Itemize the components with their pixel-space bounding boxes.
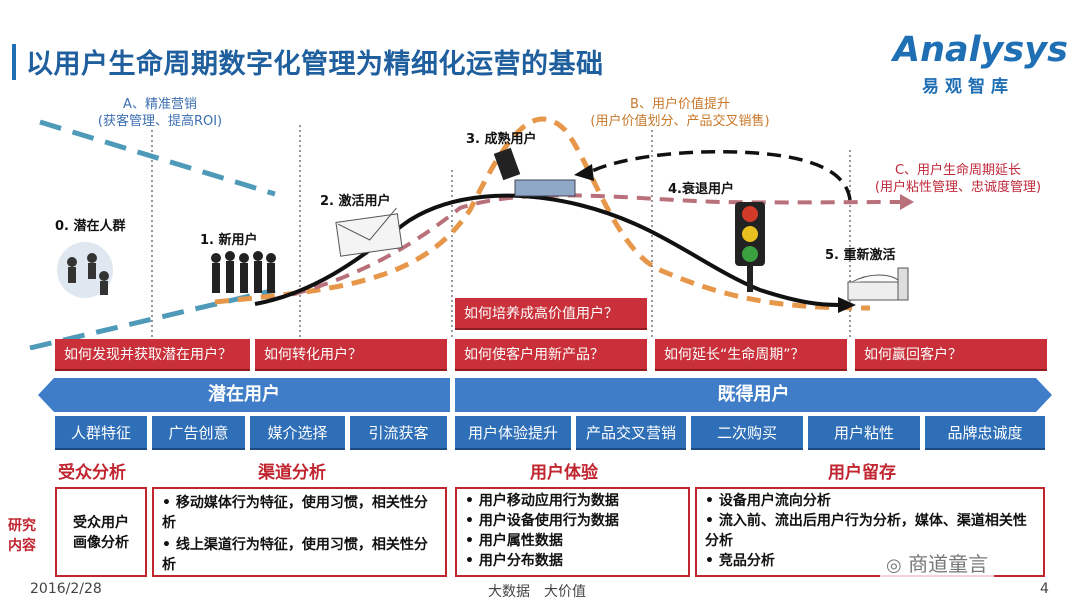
retention-item: • 竞品分析 — [705, 553, 775, 569]
strategy-c: C、用户生命周期延长 (用户粘性管理、忠诚度管理) — [848, 162, 1068, 196]
tile-traffic-acquisition: 引流获客 — [350, 416, 447, 450]
tile-ad-creative: 广告创意 — [152, 416, 245, 450]
stage-label: 1. 新用户 — [200, 233, 258, 248]
strategy-b-subtitle: (用户价值划分、产品交叉销售) — [590, 114, 770, 129]
extension-line — [269, 193, 901, 302]
audience-box: 受众用户 画像分析 — [55, 487, 147, 577]
tile-crowd-features: 人群特征 — [55, 416, 147, 450]
experience-box: • 用户移动应用行为数据 • 用户设备使用行为数据 • 用户属性数据 • 用户分… — [455, 487, 690, 577]
strategy-a-subtitle: (获客管理、提高ROI) — [97, 114, 223, 129]
funnel-line-top — [39, 119, 276, 197]
strategy-c-title: C、用户生命周期延长 — [894, 163, 1022, 178]
strategy-a: A、精准营销 (获客管理、提高ROI) — [60, 96, 260, 130]
watermark: ◎ 商道童言 — [880, 548, 995, 577]
stage-label: 2. 激活用户 — [320, 194, 391, 209]
footer-slogan: 大数据 大价值 — [488, 584, 586, 600]
title-accent-bar — [12, 44, 16, 80]
tile-user-stickiness: 用户粘性 — [808, 416, 920, 450]
experience-item: • 用户属性数据 — [465, 533, 563, 549]
bed-icon — [847, 267, 909, 301]
channel-item: • 移动媒体行为特征，使用习惯，相关性分析 — [162, 495, 428, 531]
strategy-a-title: A、精准营销 — [123, 97, 197, 112]
lifecycle-diagram — [29, 116, 914, 350]
section-title-channel: 渠道分析 — [258, 463, 326, 483]
watermark-text: 商道童言 — [908, 552, 989, 576]
retention-item: • 流入前、流出后用户行为分析，媒体、渠道相关性分析 — [705, 513, 1027, 549]
question-box: 如何延长“生命周期”？ — [655, 339, 847, 371]
potential-users-band: 潜在用户 — [208, 384, 280, 405]
wechat-icon: ◎ — [886, 555, 902, 576]
tile-repurchase: 二次购买 — [691, 416, 803, 450]
reactivation-arc — [589, 150, 852, 201]
experience-item: • 用户移动应用行为数据 — [465, 493, 619, 509]
potential-users-band-shape — [38, 378, 450, 412]
new-users-group-icon — [211, 251, 276, 293]
extension-arrow-head — [900, 194, 914, 210]
traffic-light-icon — [735, 202, 765, 292]
strategy-b-title: B、用户价值提升 — [630, 97, 730, 112]
brand-logo-subtitle: 易观智库 — [922, 77, 1014, 97]
value-curve — [214, 116, 871, 311]
experience-item: • 用户分布数据 — [465, 553, 563, 569]
lifecycle-arrow-head — [838, 297, 856, 313]
page-title: 以用户生命周期数字化管理为精细化运营的基础 — [26, 49, 604, 80]
stage-label: 5. 重新激活 — [825, 248, 896, 263]
envelope-icon — [335, 207, 403, 257]
channel-box: • 移动媒体行为特征，使用习惯，相关性分析 • 线上渠道行为特征，使用习惯，相关… — [152, 487, 447, 577]
page-number: 4 — [1040, 581, 1049, 597]
section-title-retention: 用户留存 — [828, 463, 896, 483]
question-box: 如何赢回客户？ — [855, 339, 1047, 371]
footer-date: 2016/2/28 — [30, 581, 102, 597]
existing-users-band-shape — [455, 378, 1052, 412]
question-box-extra: 如何培养成高价值用户？ — [455, 298, 647, 330]
experience-item: • 用户设备使用行为数据 — [465, 513, 619, 529]
stage-label: 0. 潜在人群 — [55, 219, 126, 234]
tile-cross-marketing: 产品交叉营销 — [576, 416, 686, 450]
research-content-label: 研究 内容 — [8, 518, 36, 554]
retention-item: • 设备用户流向分析 — [705, 493, 831, 509]
channel-item: • 线上渠道行为特征，使用习惯，相关性分析 — [162, 537, 428, 573]
tile-experience-improvement: 用户体验提升 — [455, 416, 571, 450]
tile-media-selection: 媒介选择 — [250, 416, 345, 450]
question-box: 如何发现并获取潜在用户？ — [55, 339, 250, 371]
funnel-line-bottom — [29, 287, 276, 350]
stage-label: 4.衰退用户 — [668, 182, 734, 197]
potential-crowd-icon — [57, 242, 113, 298]
audience-box-text: 受众用户 画像分析 — [73, 515, 129, 551]
stage-label: 3. 成熟用户 — [466, 132, 537, 147]
card-machine-icon — [493, 147, 576, 197]
section-title-audience: 受众分析 — [58, 463, 126, 483]
section-title-experience: 用户体验 — [530, 463, 598, 483]
existing-users-band: 既得用户 — [717, 384, 790, 405]
question-box: 如何转化用户？ — [255, 339, 447, 371]
brand-logo: Analysys — [893, 30, 1068, 70]
question-box: 如何使客户用新产品？ — [455, 339, 647, 371]
tile-brand-loyalty: 品牌忠诚度 — [925, 416, 1045, 450]
reactivation-arrow-head — [574, 164, 594, 181]
strategy-c-subtitle: (用户粘性管理、忠诚度管理) — [874, 180, 1042, 195]
strategy-b: B、用户价值提升 (用户价值划分、产品交叉销售) — [555, 96, 805, 130]
